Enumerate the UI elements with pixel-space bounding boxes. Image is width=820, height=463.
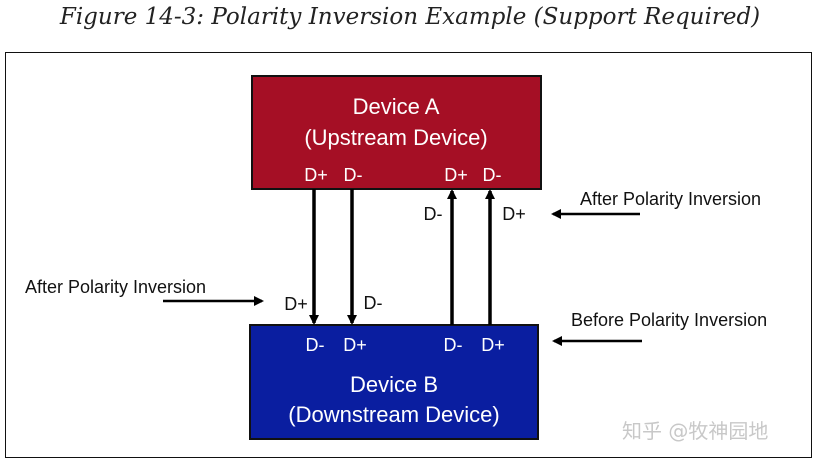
device-a-name: Device A [353,94,440,119]
device-b-pin: D+ [343,335,367,355]
figure-caption: Figure 14-3: Polarity Inversion Example … [59,4,761,30]
device-a-role: (Upstream Device) [304,125,487,150]
note-after-inversion-right: After Polarity Inversion [580,189,761,209]
note-before-inversion: Before Polarity Inversion [571,310,767,330]
device-a-pin: D+ [444,165,468,185]
device-b-pin: D- [444,335,463,355]
device-a-pin: D+ [304,165,328,185]
note-after-inversion-left: After Polarity Inversion [25,277,206,297]
wire-label: D+ [502,204,526,224]
watermark: 知乎 @牧神园地 [622,419,768,443]
device-b-name: Device B [350,372,438,397]
device-a-box [251,75,542,190]
wire-label: D- [424,204,443,224]
device-b-pin: D+ [481,335,505,355]
device-a-pin: D- [483,165,502,185]
device-b-pin: D- [306,335,325,355]
wire-label: D+ [284,294,308,314]
diagram-frame [5,52,812,458]
device-b-box [249,324,539,440]
device-b-role: (Downstream Device) [288,402,500,427]
wire-label: D- [364,293,383,313]
device-a-pin: D- [344,165,363,185]
